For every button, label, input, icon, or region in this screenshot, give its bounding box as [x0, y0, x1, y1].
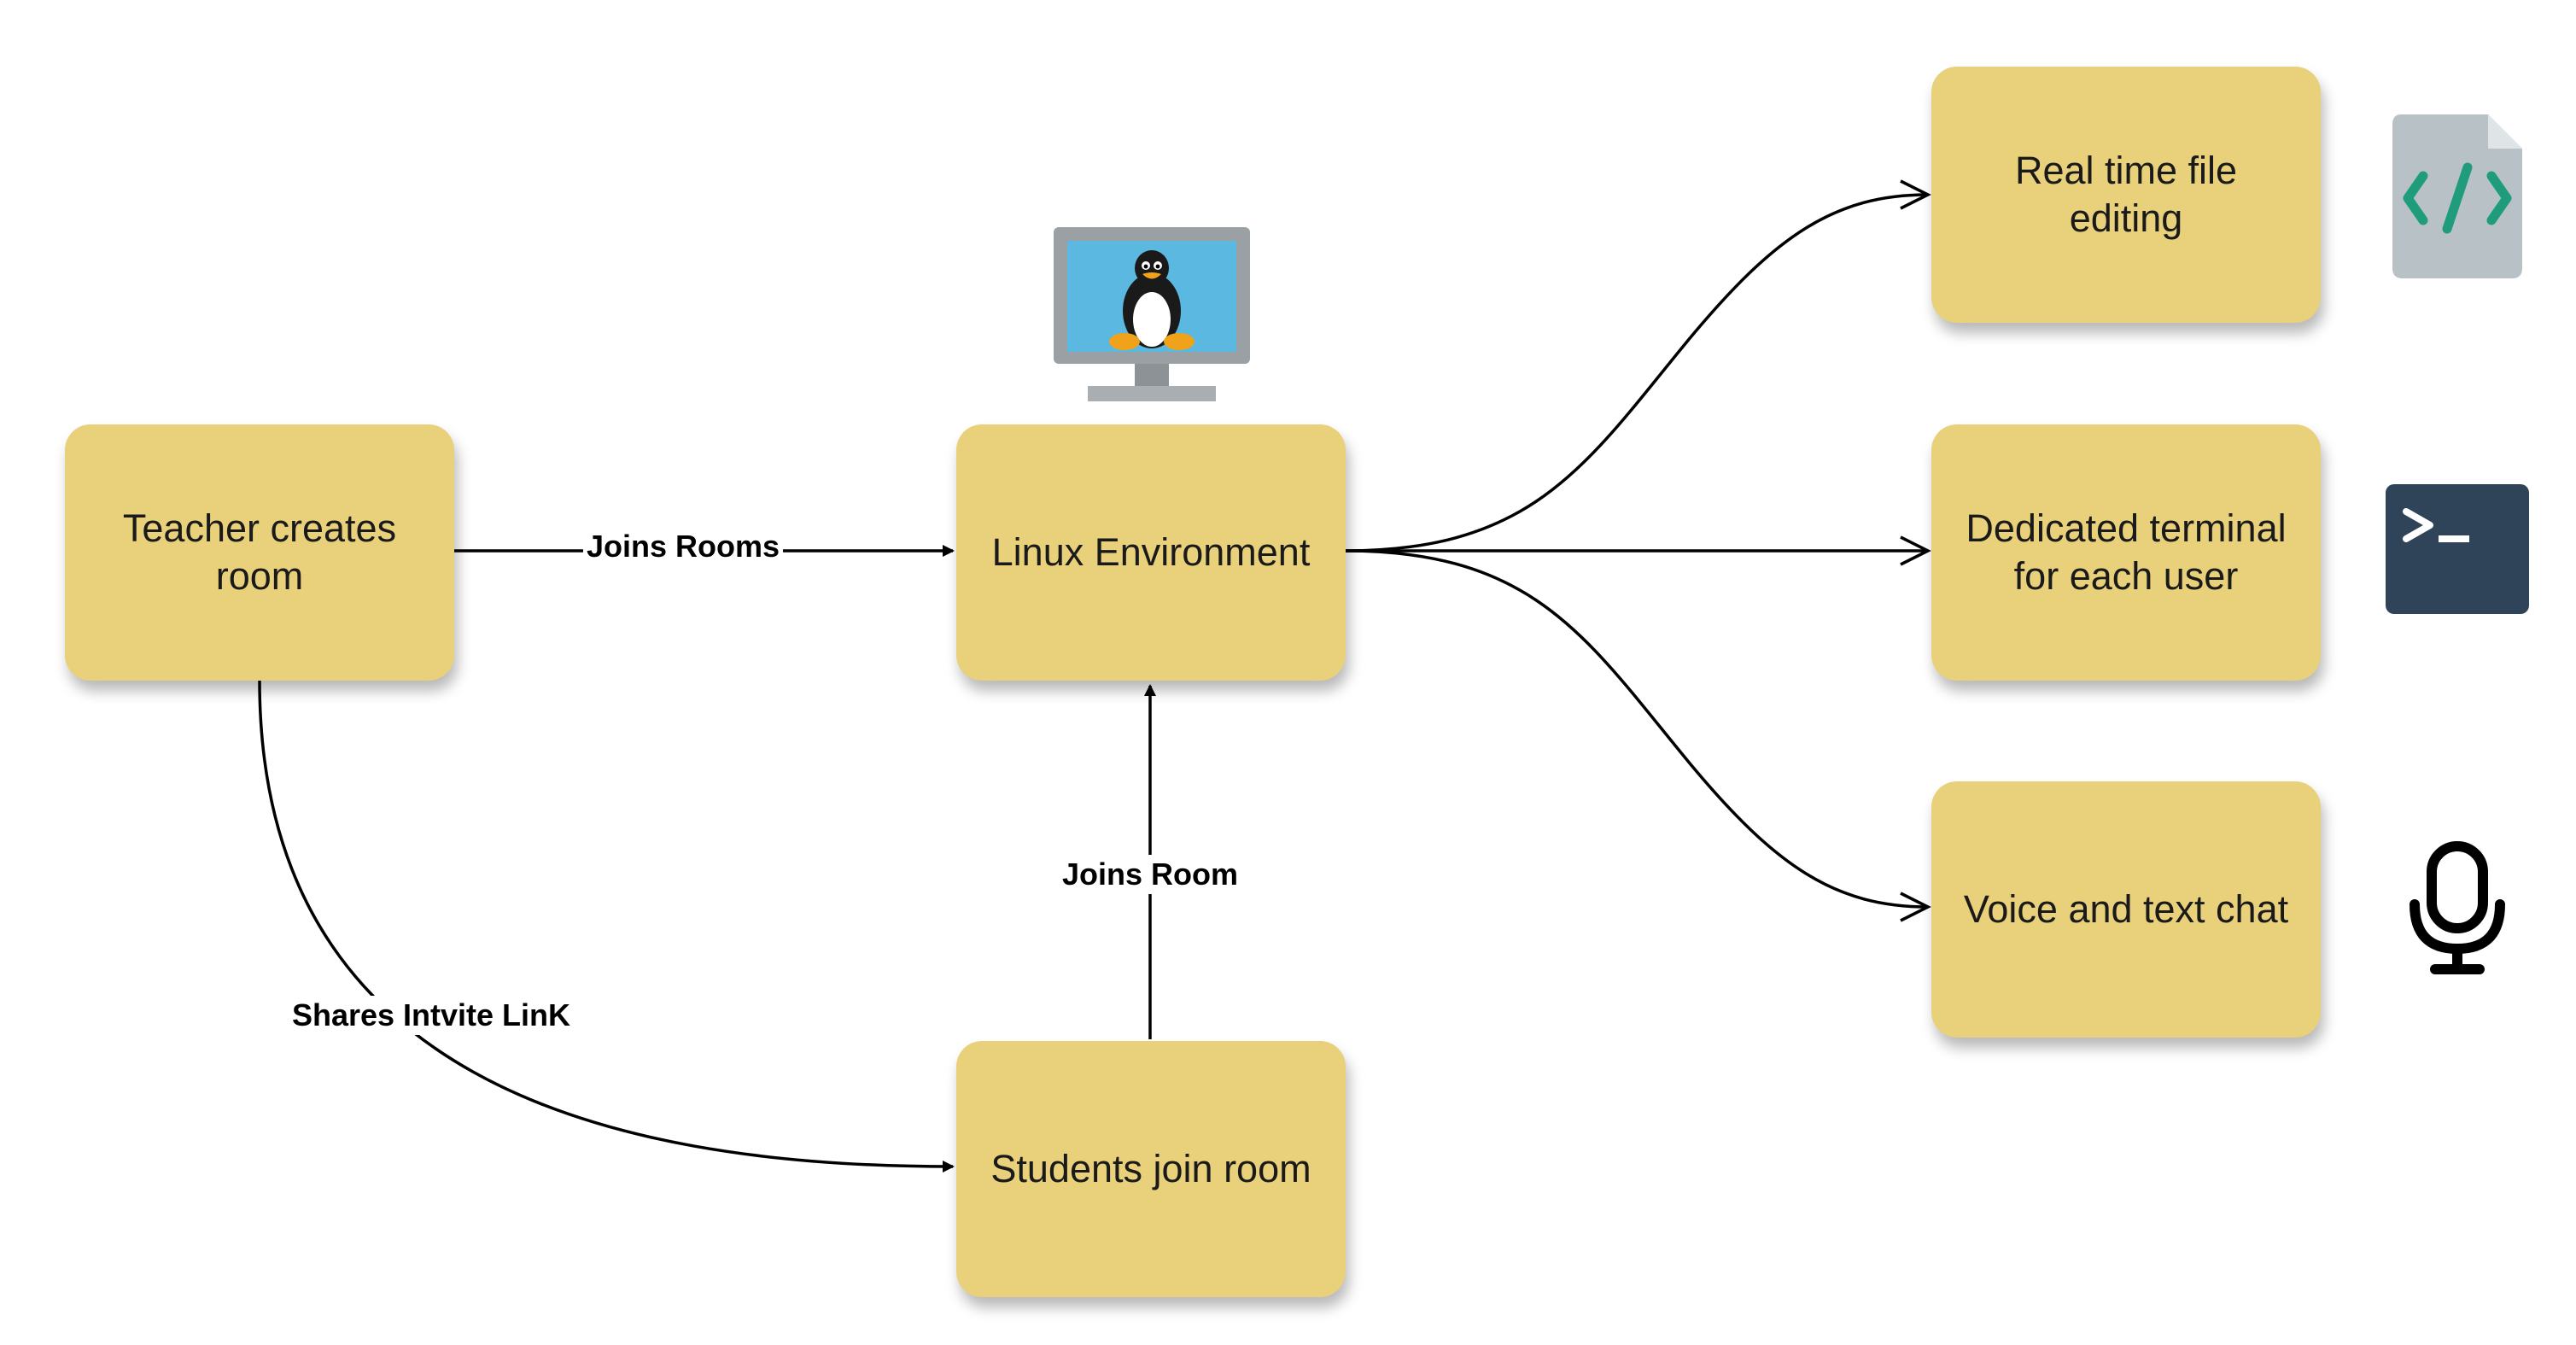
node-real-time-file-editing[interactable]: Real time file editing	[1931, 67, 2321, 323]
code-file-icon	[2392, 114, 2522, 278]
edge-label-shares-link: Shares Intvite LinK	[288, 996, 575, 1035]
edge-linux-to-chat	[1345, 549, 1931, 922]
edge-label-joins-rooms: Joins Rooms	[582, 527, 784, 566]
microphone-icon	[2410, 841, 2505, 974]
node-label: Voice and text chat	[1963, 887, 2289, 931]
node-linux-environment[interactable]: Linux Environment	[956, 424, 1346, 681]
node-label: Teacher creates room	[122, 506, 397, 598]
edge-label-joins-room: Joins Room	[1058, 855, 1242, 894]
node-label: Real time file editing	[2014, 149, 2238, 240]
edge-linux-to-file-editing	[1345, 179, 1931, 553]
node-dedicated-terminal[interactable]: Dedicated terminal for each user	[1931, 424, 2321, 681]
node-students-join-room[interactable]: Students join room	[956, 1041, 1346, 1297]
node-voice-and-text-chat[interactable]: Voice and text chat	[1931, 781, 2321, 1038]
node-label: Students join room	[990, 1147, 1311, 1190]
linux-monitor-icon	[1054, 227, 1250, 401]
node-label: Dedicated terminal for each user	[1966, 506, 2287, 598]
node-label: Linux Environment	[991, 530, 1311, 574]
terminal-icon	[2386, 484, 2529, 614]
node-teacher-creates-room[interactable]: Teacher creates room	[65, 424, 454, 681]
edge-teacher-to-students	[258, 680, 955, 1172]
